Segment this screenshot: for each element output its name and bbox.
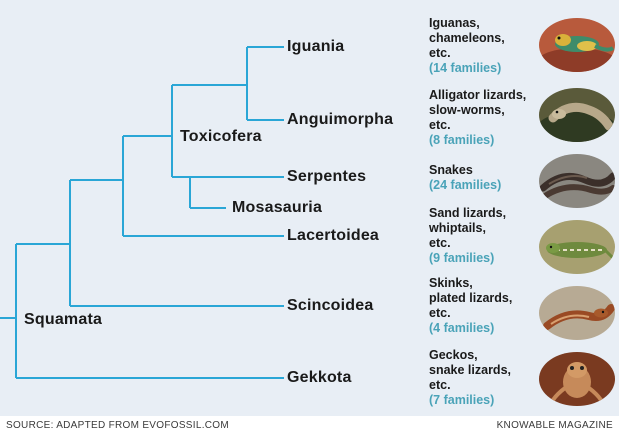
clade-label-lacertoidea: Lacertoidea [287,227,379,245]
clade-label-anguimorpha: Anguimorpha [287,111,393,129]
alligator-lizard-photo [539,88,615,142]
description-text: Iguanas, chameleons, etc. [429,16,547,61]
clade-label-mosasauria: Mosasauria [232,199,322,217]
snake-photo [539,154,615,208]
sand-lizard-photo [539,220,615,274]
clade-label-toxicofera: Toxicofera [180,128,262,146]
clade-label-serpentes: Serpentes [287,168,366,186]
clade-label-squamata: Squamata [24,311,102,329]
description-text: Geckos, snake lizards, etc. [429,348,547,393]
source-credit: SOURCE: ADAPTED FROM EVOFOSSIL.COM [6,420,229,431]
skink-photo [539,286,615,340]
description-scincoidea: Skinks, plated lizards, etc. (4 families… [429,276,547,336]
description-text: Sand lizards, whiptails, etc. [429,206,547,251]
description-iguania: Iguanas, chameleons, etc. (14 families) [429,16,547,76]
family-count: (7 families) [429,393,547,408]
description-gekkota: Geckos, snake lizards, etc. (7 families) [429,348,547,408]
clade-label-gekkota: Gekkota [287,369,352,387]
description-text: Snakes [429,163,547,178]
description-serpentes: Snakes (24 families) [429,163,547,193]
gecko-photo [539,352,615,406]
publisher-credit: KNOWABLE MAGAZINE [497,420,613,431]
description-text: Skinks, plated lizards, etc. [429,276,547,321]
family-count: (4 families) [429,321,547,336]
description-text: Alligator lizards, slow-worms, etc. [429,88,547,133]
iguana-photo [539,18,615,72]
description-anguimorpha: Alligator lizards, slow-worms, etc. (8 f… [429,88,547,148]
family-count: (14 families) [429,61,547,76]
family-count: (9 families) [429,251,547,266]
clade-label-iguania: Iguania [287,38,344,56]
description-lacertoidea: Sand lizards, whiptails, etc. (9 familie… [429,206,547,266]
clade-label-scincoidea: Scincoidea [287,297,373,315]
family-count: (24 families) [429,178,547,193]
family-count: (8 families) [429,133,547,148]
